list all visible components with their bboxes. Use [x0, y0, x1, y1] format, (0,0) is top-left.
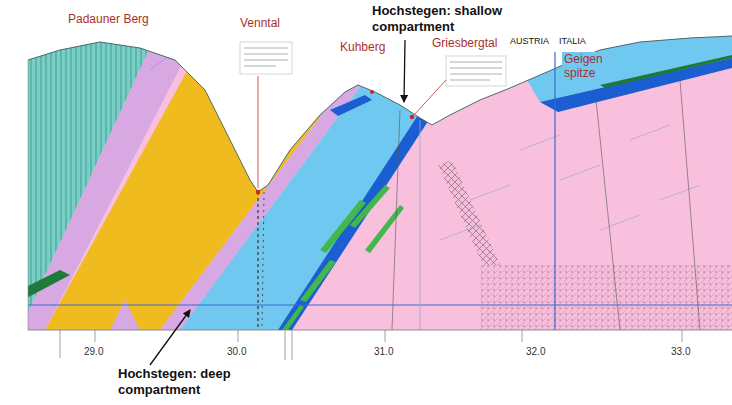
place-name: Griesbergtal — [432, 36, 497, 50]
country-name: AUSTRIA — [510, 36, 549, 47]
axis-number: 30.0 — [227, 346, 246, 358]
place-name: Kuhberg — [340, 40, 385, 54]
country-name: ITALIA — [559, 36, 586, 47]
axis-number: 32.0 — [526, 346, 545, 358]
place-name: Padauner Berg — [68, 12, 149, 26]
callout-label: Hochstegen: deep compartment — [118, 366, 268, 397]
axis-number: 33.0 — [671, 346, 690, 358]
peak-name: Geigen spitze — [562, 52, 614, 81]
axis-number: 29.0 — [84, 346, 103, 358]
callout-label: Hochstegen: shallow compartment — [372, 3, 532, 34]
axis-number: 31.0 — [374, 346, 393, 358]
place-name: Venntal — [240, 16, 280, 30]
